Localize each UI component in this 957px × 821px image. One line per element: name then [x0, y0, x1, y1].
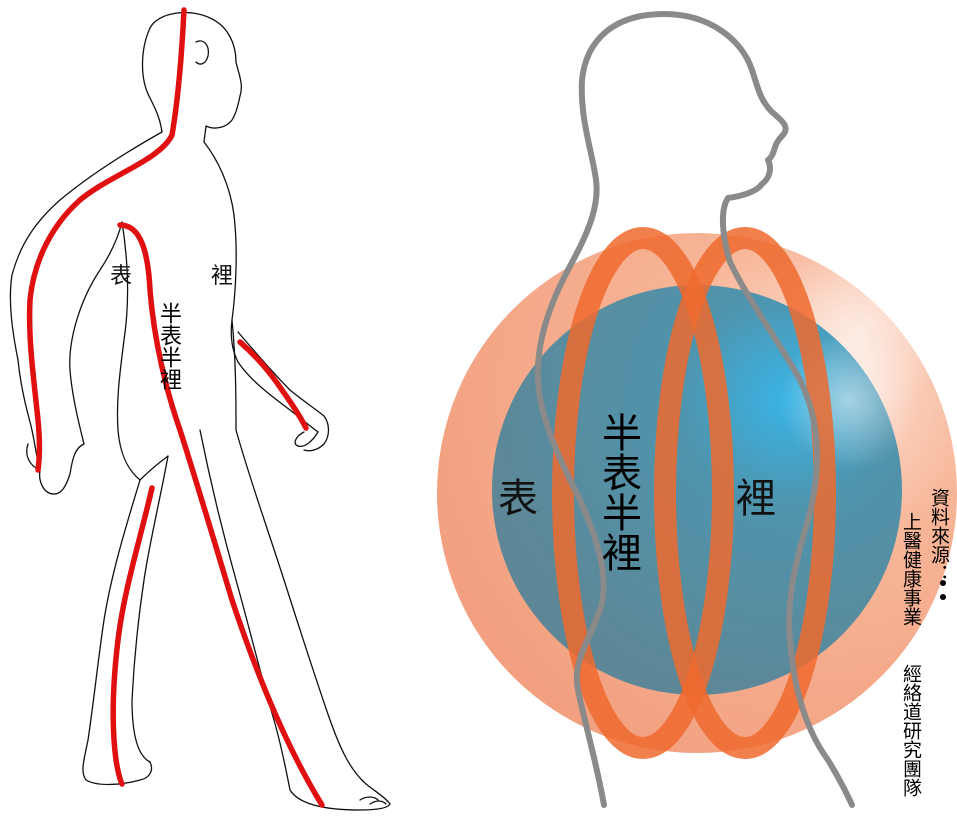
- right-label-exterior: 表: [498, 466, 538, 524]
- left-label-exterior: 表: [110, 258, 132, 290]
- meridian-front-arm: [240, 342, 306, 428]
- walking-body-figure: [10, 13, 390, 810]
- sphere-diagram: [437, 14, 957, 805]
- meridian-lines: [30, 10, 322, 805]
- right-label-interior: 裡: [736, 466, 776, 524]
- source-organization: 上醫健康事業: [900, 512, 922, 626]
- left-label-interior: 裡: [211, 258, 233, 290]
- meridian-back-leg: [113, 488, 152, 784]
- left-label-half-exterior-half-interior: 半表半裡: [156, 302, 180, 390]
- colon-dots: [940, 580, 946, 600]
- source-title: 資料來源：: [928, 488, 949, 583]
- meridian-side-body: [120, 225, 322, 805]
- source-research-team: 經絡道研究團隊: [900, 664, 922, 797]
- meridian-back-arm: [30, 10, 184, 470]
- right-label-half-exterior-half-interior: 半表半裡: [596, 412, 640, 572]
